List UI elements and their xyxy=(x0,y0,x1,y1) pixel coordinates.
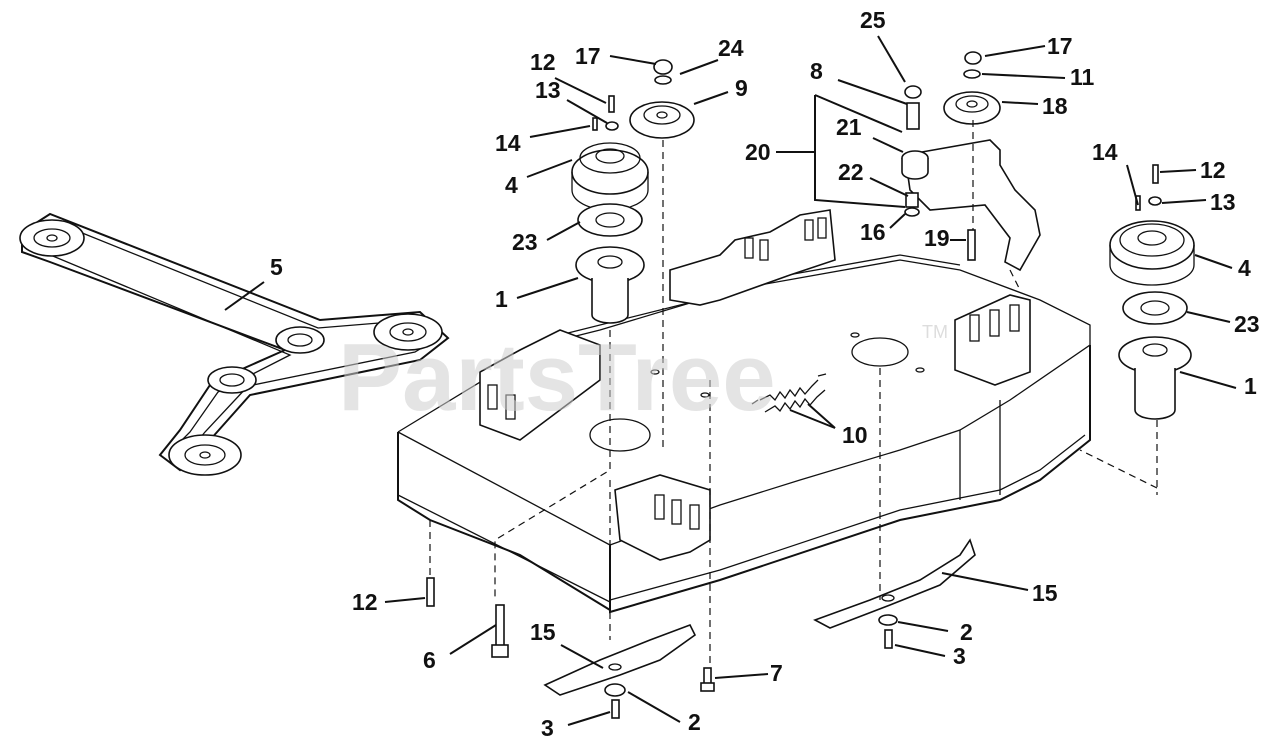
callout-15: 15 xyxy=(1032,580,1058,606)
callout-1: 1 xyxy=(495,286,508,312)
bolt-12 xyxy=(426,577,435,607)
callout-4: 4 xyxy=(505,172,518,198)
belt-pulley xyxy=(275,326,325,354)
watermark-text: PartsTree xyxy=(338,324,776,431)
callout-15: 15 xyxy=(530,619,556,645)
spindle-left xyxy=(575,246,645,324)
spacer-left xyxy=(577,203,643,237)
callout-22: 22 xyxy=(838,159,864,185)
blade-left xyxy=(543,623,697,696)
callout-4: 4 xyxy=(1238,255,1251,281)
callout-10: 10 xyxy=(842,422,868,448)
small-bolt xyxy=(592,95,619,131)
watermark: PartsTree TM xyxy=(338,322,948,431)
callout-2: 2 xyxy=(688,709,701,735)
callout-17: 17 xyxy=(1047,33,1073,59)
callout-3: 3 xyxy=(541,715,554,741)
callout-23: 23 xyxy=(1234,311,1260,337)
callout-19: 19 xyxy=(924,225,950,251)
callout-labels: 25 17 24 12 13 9 8 17 11 18 14 21 20 4 2… xyxy=(270,7,1260,741)
callout-17: 17 xyxy=(575,43,601,69)
belt-pulley xyxy=(19,219,85,257)
callout-12: 12 xyxy=(1200,157,1226,183)
small-bolt xyxy=(1135,164,1162,211)
springs xyxy=(751,373,827,413)
callout-3: 3 xyxy=(953,643,966,669)
callout-6: 6 xyxy=(423,647,436,673)
belt-pulley xyxy=(207,366,257,394)
leader-lines xyxy=(224,35,1237,726)
callout-24: 24 xyxy=(718,35,744,61)
front-deck-bracket xyxy=(614,474,711,561)
left-deck-bracket xyxy=(479,329,601,441)
callout-5: 5 xyxy=(270,254,283,280)
callout-13: 13 xyxy=(535,77,561,103)
callout-1: 1 xyxy=(1244,373,1257,399)
callout-8: 8 xyxy=(810,58,823,84)
right-deck-bracket xyxy=(954,294,1031,386)
assembly-centerlines xyxy=(429,120,1158,665)
callout-14: 14 xyxy=(1092,139,1118,165)
bolt-7 xyxy=(700,667,715,692)
idler-pulley xyxy=(943,51,1001,125)
callout-12: 12 xyxy=(352,589,378,615)
trademark-mark: TM xyxy=(922,322,948,342)
drive-belt xyxy=(19,212,450,476)
callout-14: 14 xyxy=(495,130,521,156)
spacer-right xyxy=(1122,291,1188,325)
callout-21: 21 xyxy=(836,114,862,140)
callout-25: 25 xyxy=(860,7,886,33)
pulley-9 xyxy=(629,59,695,139)
spindle-pulley-right xyxy=(1109,220,1195,286)
bolt xyxy=(967,229,976,261)
callout-18: 18 xyxy=(1042,93,1068,119)
callout-16: 16 xyxy=(860,219,886,245)
callout-20: 20 xyxy=(745,139,771,165)
bolt-6 xyxy=(491,604,509,658)
callout-13: 13 xyxy=(1210,189,1236,215)
callout-12: 12 xyxy=(530,49,556,75)
spindle-pulley-left xyxy=(571,142,649,211)
deck-mount-bracket xyxy=(669,209,836,306)
washer-bolt-right xyxy=(878,614,898,649)
blade-right xyxy=(813,538,976,629)
belt-pulley xyxy=(168,434,242,476)
callout-2: 2 xyxy=(960,619,973,645)
callout-9: 9 xyxy=(735,75,748,101)
callout-7: 7 xyxy=(770,660,783,686)
callout-23: 23 xyxy=(512,229,538,255)
spindle-right xyxy=(1118,336,1192,420)
belt-pulley xyxy=(373,313,443,351)
washer-bolt-left xyxy=(604,683,626,719)
callout-11: 11 xyxy=(1070,64,1095,90)
